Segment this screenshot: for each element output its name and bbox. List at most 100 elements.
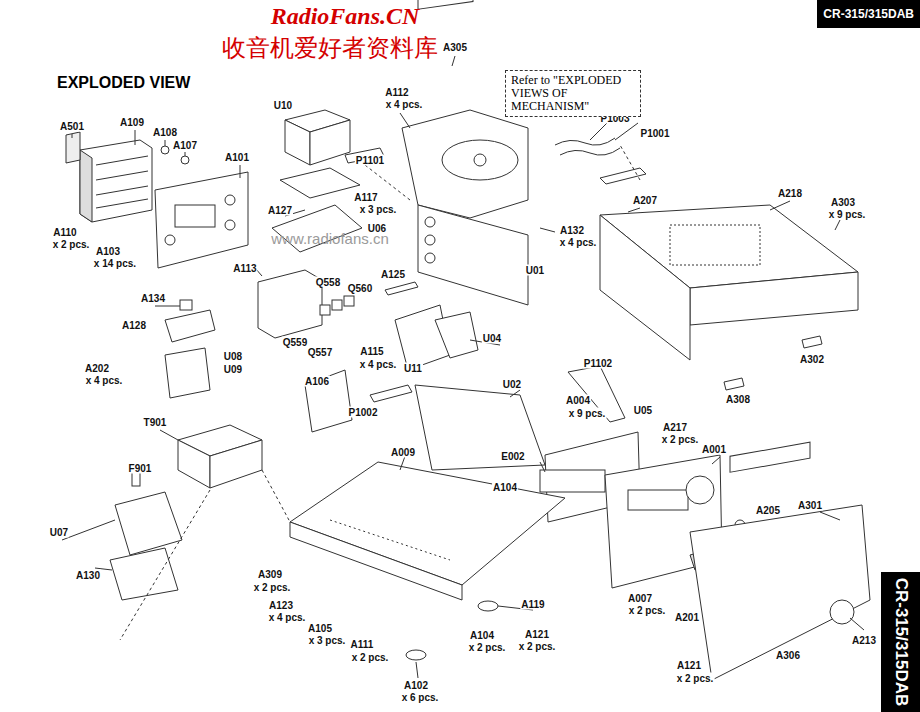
callout-number: A132 (559, 225, 585, 236)
callout-number: A127 (267, 205, 293, 216)
a125 (385, 282, 418, 295)
a308 (724, 378, 744, 390)
drawing-part (690, 272, 858, 325)
quantity-note: x 4 pcs. (559, 237, 598, 248)
knob-a213 (830, 600, 854, 624)
drawing-part (155, 172, 248, 268)
callout-number: E002 (500, 451, 525, 462)
callout-number: A112 (384, 87, 409, 98)
drawing-part (155, 306, 180, 307)
drawing-part (628, 490, 688, 510)
callout-number: A109 (119, 117, 145, 128)
drawing-part (712, 457, 720, 464)
drawing-part (344, 296, 354, 306)
drawing-part (670, 225, 760, 265)
drawing-part (285, 120, 310, 165)
callout-number: P1001 (640, 128, 671, 139)
foot-a102 (406, 650, 426, 660)
drawing-part (332, 300, 342, 310)
drawing-part (66, 132, 80, 163)
drawing-part (178, 440, 210, 488)
callout-number: A110 (52, 227, 77, 238)
cover-a218 (600, 205, 858, 360)
drawing-part (80, 140, 152, 222)
callout-number: A107 (172, 140, 198, 151)
bracket-a113 (258, 270, 354, 338)
drawing-part (850, 618, 864, 630)
callout-number: A108 (152, 127, 178, 138)
drawing-part (442, 140, 518, 180)
quantity-note: x 2 pcs. (518, 641, 557, 652)
drawing-part (165, 235, 175, 245)
drawing-part (175, 205, 215, 227)
node-text: CR-315/315DAB (823, 7, 914, 21)
drawing-part (400, 113, 410, 128)
drawing-part (330, 520, 450, 560)
callout-number: U09 (223, 364, 243, 375)
callout-number: A218 (777, 188, 803, 199)
drawing-part (290, 522, 462, 600)
drawing-part (135, 130, 136, 145)
callout-number: A308 (725, 394, 751, 405)
transformer-t901 (178, 425, 262, 488)
watermark: 收音机爱好者资料库 (221, 34, 439, 62)
callout-number: A105 (307, 623, 333, 634)
callout-number: Q560 (347, 283, 373, 294)
side-model-band: CR-315/315DAB (881, 572, 920, 712)
drawing-part (258, 270, 322, 338)
callout-number: A004 (565, 395, 591, 406)
drawing-part (290, 462, 565, 585)
front-panel-a301 (690, 442, 870, 680)
drawing-part (181, 156, 189, 164)
callout-number: U05 (633, 405, 653, 416)
p1002 (370, 385, 412, 402)
drawing-part (628, 208, 640, 212)
drawing-part (320, 305, 330, 315)
callout-number: A207 (632, 195, 658, 206)
callout-number: A117 (353, 192, 378, 203)
heatsink (66, 132, 152, 222)
rear-panel (155, 172, 248, 268)
callout-number: A303 (830, 197, 856, 208)
callout-number: A106 (304, 376, 330, 387)
quantity-note: x 2 pcs. (661, 434, 700, 445)
callout-number: U04 (482, 333, 502, 344)
drawing-part (80, 150, 92, 222)
callout-number: A007 (627, 593, 653, 604)
callout-number: A305 (442, 42, 468, 53)
drawing-part (96, 156, 148, 165)
drawing-part (540, 228, 555, 232)
callout-number: A113 (232, 263, 257, 274)
drawing-part (225, 195, 235, 205)
drawing-part (120, 490, 210, 640)
callout-number: A121 (676, 660, 702, 671)
callout-number: A301 (797, 500, 823, 511)
drawing-part (600, 215, 690, 360)
callout-number: P1102 (583, 358, 613, 369)
quantity-note: x 14 pcs. (93, 258, 137, 269)
callout-number: Q559 (282, 337, 308, 348)
callout-number: A123 (268, 600, 294, 611)
callout-number: F901 (128, 463, 153, 474)
callout-number: U06 (367, 223, 387, 234)
callout-number: A102 (403, 680, 429, 691)
callout-number: A001 (701, 444, 727, 455)
drawing-part (555, 138, 620, 155)
drawing-part (240, 165, 241, 178)
drawing-part (686, 476, 714, 504)
callout-number: A302 (799, 354, 825, 365)
board-u04 (435, 312, 478, 358)
board-u08 (165, 348, 210, 398)
drawing-part (615, 123, 638, 140)
box-u10 (285, 110, 350, 165)
callout-number: Q558 (315, 277, 341, 288)
quantity-note: x 4 pcs. (268, 612, 307, 623)
callout-number: A101 (224, 152, 250, 163)
callout-number: A217 (662, 422, 688, 433)
a106 (305, 370, 352, 432)
chassis-a009 (290, 462, 565, 600)
callout-number: U08 (223, 351, 243, 362)
drawing-part (185, 152, 186, 156)
drawing-part (225, 220, 235, 230)
foot-a119 (478, 601, 498, 611)
